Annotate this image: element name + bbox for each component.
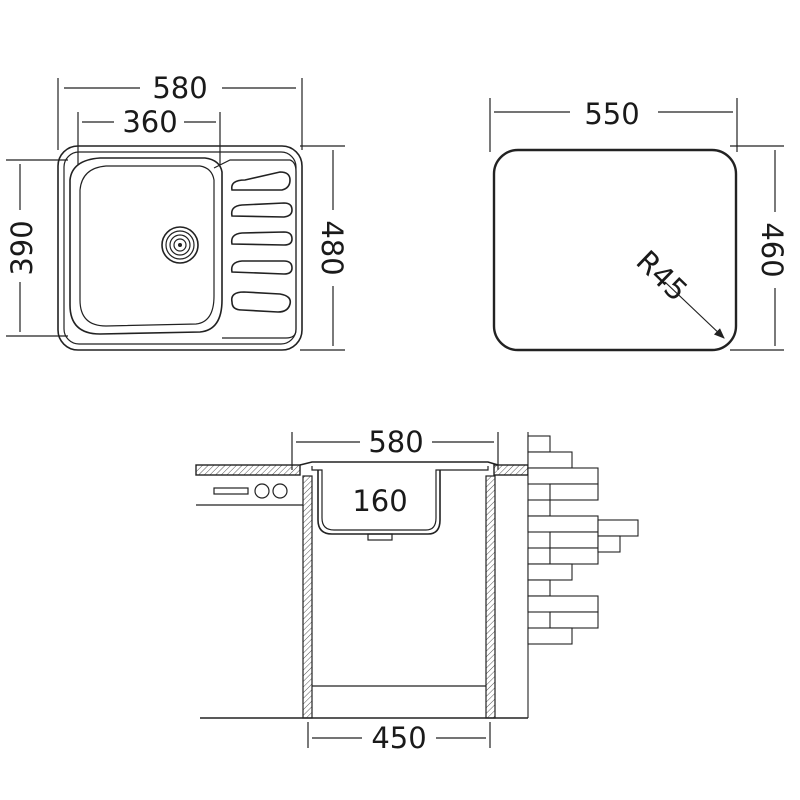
countertop-left [195, 464, 301, 476]
cabinet-width-label: 450 [371, 721, 426, 755]
section-width-label: 580 [368, 425, 423, 459]
overall-depth-label: 480 [315, 220, 349, 275]
control-panel [213, 487, 249, 495]
cutout-depth-label: 460 [755, 222, 789, 277]
bowl-inner-section [311, 466, 489, 531]
cutout-view: 550 460 R45 [489, 97, 789, 352]
cutout-width-label: 550 [584, 97, 639, 131]
overall-width-label: 580 [152, 71, 207, 105]
drain-outlet [367, 533, 393, 541]
bowl-inner-outline [79, 165, 215, 327]
cabinet-wall-left [302, 475, 313, 719]
bowl-width-label: 360 [122, 105, 177, 139]
cutout-outline [492, 148, 738, 352]
section-view: 580 160 450 [195, 425, 639, 755]
control-knob-icon [254, 483, 270, 499]
sink-inner-rim [63, 151, 297, 345]
cabinet-wall-right [485, 475, 496, 719]
sink-rim [299, 461, 499, 466]
countertop-right [493, 464, 529, 476]
radius-leader-arrow [664, 281, 725, 339]
drainboard-edge [213, 159, 297, 339]
drainboard-ribs [230, 171, 293, 313]
drain-icon [161, 226, 199, 264]
bowl-depth-label: 390 [5, 220, 39, 275]
corner-radius-label: R45 [630, 244, 695, 308]
bowl-height-label: 160 [352, 484, 407, 518]
control-knob-icon [272, 483, 288, 499]
brick-wall [527, 432, 639, 718]
bowl-outline [69, 157, 223, 335]
top-view: 580 360 390 480 [5, 71, 349, 351]
sink-outer-rim [57, 145, 303, 351]
